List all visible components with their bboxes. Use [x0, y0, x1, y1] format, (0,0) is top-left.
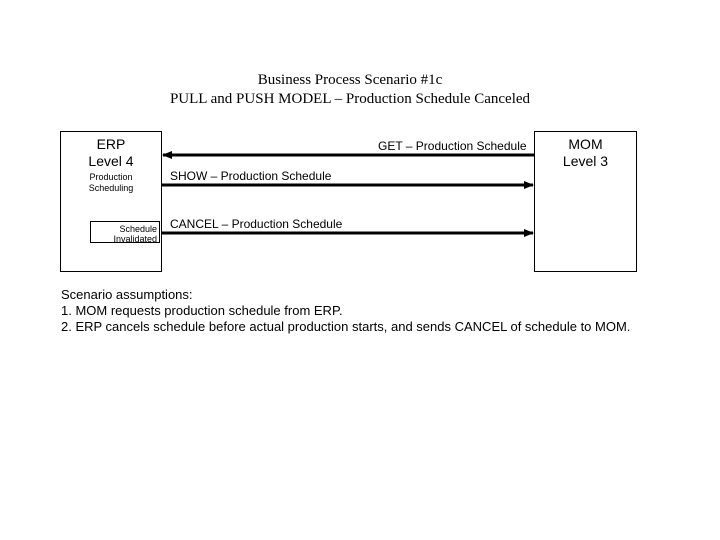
mom-level: Level 3 — [562, 153, 609, 169]
schedule-invalidated-box: Schedule Invalidated — [90, 221, 160, 244]
scenario-assumptions: Scenario assumptions: 1. MOM requests pr… — [61, 287, 630, 335]
assumption-item: 2. ERP cancels schedule before actual pr… — [61, 319, 631, 334]
assumption-item: 1. MOM requests production schedule from… — [61, 303, 343, 318]
scenario-title: Business Process Scenario #1c — [257, 72, 443, 88]
schedule-invalidated-line2: Invalidated — [113, 234, 157, 244]
scenario-subtitle: PULL and PUSH MODEL – Production Schedul… — [169, 91, 531, 107]
erp-level: Level 4 — [88, 153, 134, 169]
erp-function-line2: Scheduling — [88, 183, 134, 193]
erp-name: ERP — [96, 136, 126, 152]
erp-box: ERP Level 4 Production Scheduling — [60, 131, 162, 272]
get-message-label: GET – Production Schedule — [378, 139, 527, 153]
assumptions-heading: Scenario assumptions: — [61, 287, 193, 302]
schedule-invalidated-line1: Schedule — [119, 224, 157, 234]
mom-box: MOM Level 3 — [534, 131, 637, 272]
erp-function-line1: Production — [89, 172, 133, 182]
show-message-label: SHOW – Production Schedule — [170, 169, 332, 183]
mom-name: MOM — [568, 136, 603, 152]
cancel-message-label: CANCEL – Production Schedule — [170, 217, 343, 231]
